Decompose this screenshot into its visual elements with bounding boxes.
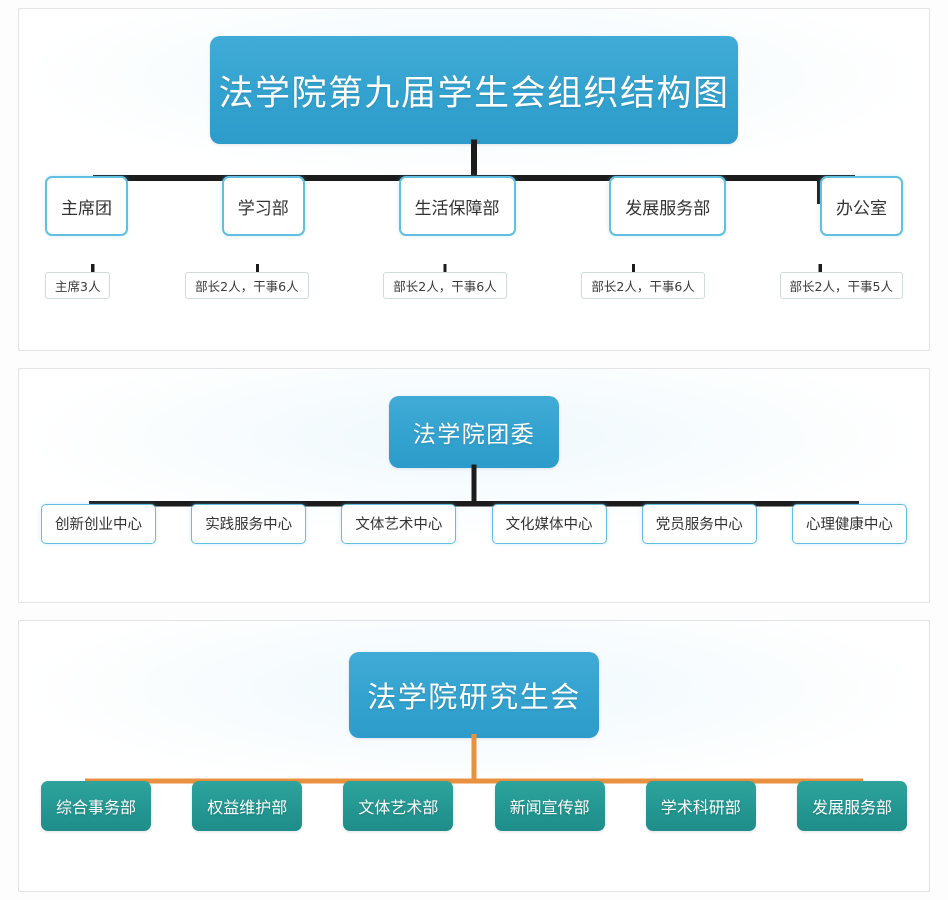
dept-box-zhuxituan[interactable]: 主席团 [45, 176, 128, 236]
student-union-staffing-row: 主席3人 部长2人，干事6人 部长2人，干事6人 部长2人，干事6人 部长2人，… [19, 272, 929, 299]
staffing-shenghuobaozhangbu: 部长2人，干事6人 [383, 272, 507, 299]
center-box-shijianfuwu[interactable]: 实践服务中心 [191, 503, 307, 544]
grad-dept-box-fazhanfuwu[interactable]: 发展服务部 [796, 781, 907, 831]
center-box-chuangxinchuangye[interactable]: 创新创业中心 [41, 503, 156, 544]
student-union-departments: 主席团 学习部 生活保障部 发展服务部 办公室 [19, 176, 929, 236]
grad-dept-box-wentiyishu[interactable]: 文体艺术部 [343, 781, 454, 831]
youth-league-panel: 法学院团委 创新创业中心 实践服务中心 文体艺术中心 文化媒体中心 党员服务中心… [18, 367, 930, 603]
graduate-union-departments: 综合事务部 权益维护部 文体艺术部 新闻宣传部 学术科研部 发展服务部 [19, 781, 929, 831]
graduate-union-title: 法学院研究生会 [349, 652, 599, 738]
grad-dept-box-xinwenxuanchuan[interactable]: 新闻宣传部 [494, 781, 605, 831]
youth-league-centers: 创新创业中心 实践服务中心 文体艺术中心 文化媒体中心 党员服务中心 心理健康中… [19, 503, 929, 544]
student-union-header-row: 法学院第九届学生会组织结构图 [19, 9, 929, 144]
dept-box-fazhanfuwubu[interactable]: 发展服务部 [609, 176, 727, 236]
student-union-panel: 法学院第九届学生会组织结构图 主席团 学习部 [18, 8, 930, 351]
youth-league-header-row: 法学院团委 [19, 369, 929, 468]
grad-dept-box-quanyiweihu[interactable]: 权益维护部 [192, 781, 303, 831]
center-box-wentiyishu[interactable]: 文体艺术中心 [341, 503, 457, 544]
center-box-dangyuanfuwu[interactable]: 党员服务中心 [641, 503, 757, 544]
center-box-wenhuameiti[interactable]: 文化媒体中心 [491, 503, 607, 544]
staffing-bangongshi: 部长2人，干事5人 [779, 272, 903, 299]
grad-dept-box-xueshukeyan[interactable]: 学术科研部 [645, 781, 756, 831]
staffing-fazhanfuwubu: 部长2人，干事6人 [581, 272, 705, 299]
graduate-union-header-row: 法学院研究生会 [19, 621, 929, 738]
dept-box-shenghuobaozhangbu[interactable]: 生活保障部 [398, 176, 516, 236]
graduate-union-panel: 法学院研究生会 综合事务部 权益维护部 文体艺术部 新闻宣传部 学术科研部 发展… [18, 620, 930, 892]
grad-dept-box-zongheshiwu[interactable]: 综合事务部 [41, 781, 152, 831]
staffing-xuexibu: 部长2人，干事6人 [185, 272, 309, 299]
dept-box-xuexibu[interactable]: 学习部 [221, 176, 305, 236]
youth-league-title: 法学院团委 [389, 395, 559, 468]
student-union-title: 法学院第九届学生会组织结构图 [210, 36, 738, 144]
center-box-xinlijiankang[interactable]: 心理健康中心 [791, 503, 907, 544]
dept-box-bangongshi[interactable]: 办公室 [820, 176, 903, 236]
staffing-zhuxituan: 主席3人 [45, 272, 111, 299]
